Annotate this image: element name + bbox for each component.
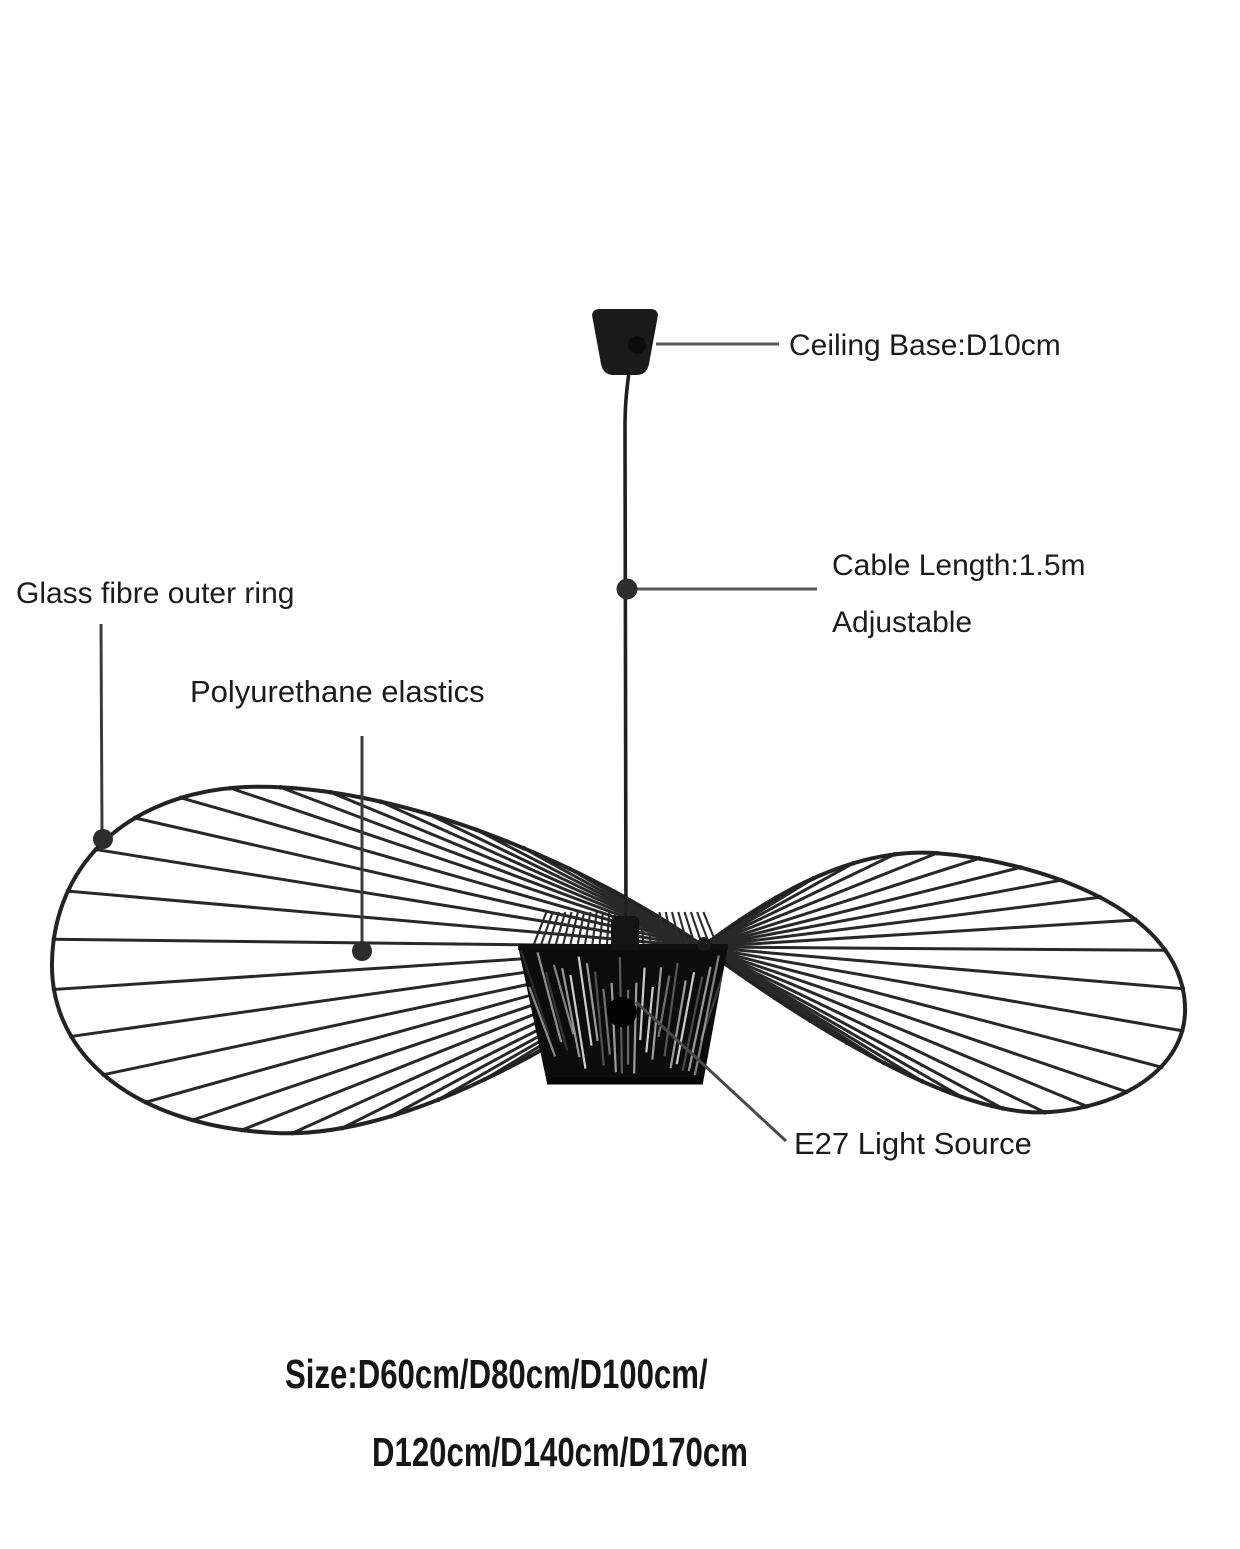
label-cable-length: Cable Length:1.5m [832,549,1086,582]
ceiling-base-canopy [592,309,658,375]
label-ceiling-base: Ceiling Base:D10cm [789,329,1061,362]
size-options-line1: Size:D60cm/D80cm/D100cm/ [285,1351,708,1397]
basket-front-stripes [519,949,728,1076]
outer-ring-leader [99,623,104,835]
label-cable-adjustable: Adjustable [832,606,973,639]
light-source-leader [634,1000,788,1143]
right-shade-spokes [700,850,1186,1115]
lamp-basket [518,911,728,1085]
label-polyurethane-elastics: Polyurethane elastics [190,674,485,709]
canopy-screw [628,336,646,354]
callout-lines [93,342,817,1143]
cable-length-dot [616,578,638,600]
label-e27-light-source: E27 Light Source [794,1126,1032,1161]
pendant-cable [623,371,631,933]
left-shade-outer-ring [49,784,708,1136]
size-options-line2: D120cm/D140cm/D170cm [372,1429,748,1475]
outer-ring-dot [93,829,113,849]
label-glass-fibre-outer-ring: Glass fibre outer ring [16,577,295,610]
elastics-dot [352,941,372,961]
right-shade-outer-ring [698,850,1188,1115]
bulb-socket [611,916,639,950]
bulb [607,997,637,1027]
spoke-hub [697,937,711,951]
